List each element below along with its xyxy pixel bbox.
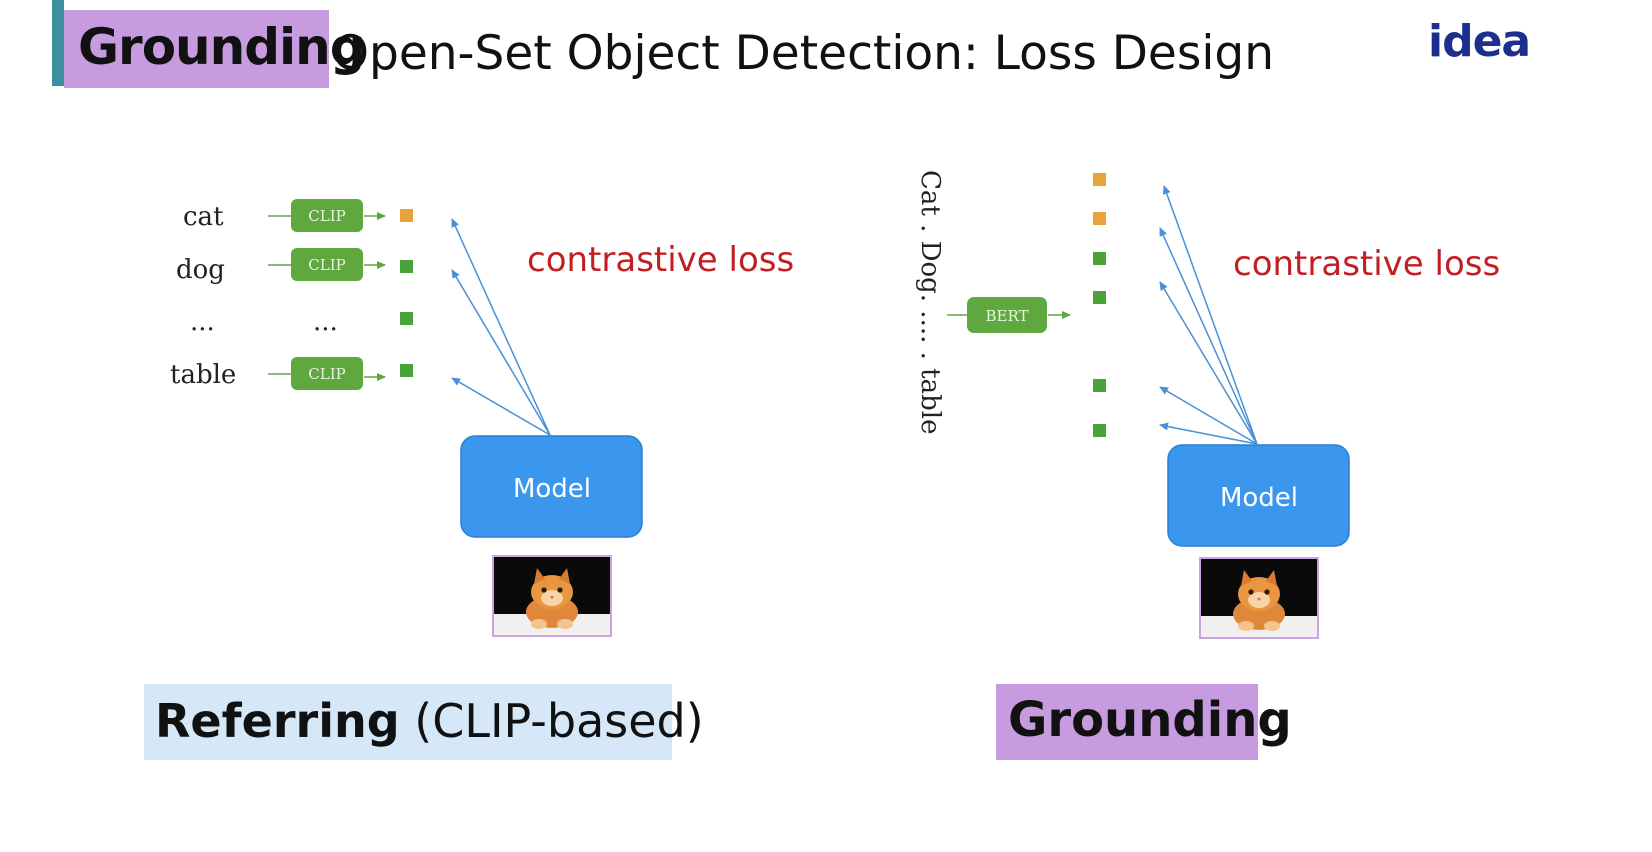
- contrastive-loss-label: contrastive loss: [527, 240, 794, 280]
- grounding-caption-background: [996, 684, 1258, 760]
- text-feature-square: [400, 260, 413, 273]
- title-highlight: [64, 10, 329, 88]
- text-feature-square: [400, 312, 413, 325]
- encoder-ellipsis: ...: [313, 307, 338, 337]
- cat-image-icon: [492, 555, 612, 637]
- model-label: Model: [513, 474, 591, 504]
- referring-caption-rest: (CLIP-based): [414, 694, 704, 748]
- title-keyword: Grounding: [78, 18, 366, 76]
- text-feature-square: [1093, 379, 1106, 392]
- word-cat: cat: [183, 202, 224, 232]
- text-feature-square: [1093, 424, 1106, 437]
- clip-encoder-dog: CLIP: [291, 248, 363, 281]
- grounding-caption: Grounding: [1008, 692, 1292, 748]
- page-title: Open-Set Object Detection: Loss Design: [332, 26, 1275, 81]
- text-feature-square: [1093, 173, 1106, 186]
- clip-encoder-table: CLIP: [291, 357, 363, 390]
- word-dog: dog: [176, 255, 225, 285]
- model-output-arrow: [1159, 227, 1258, 445]
- model-output-arrow: [1159, 281, 1258, 445]
- model-label: Model: [1220, 483, 1298, 513]
- grounding-prompt-text: Cat . Dog. .... . table: [915, 170, 945, 434]
- bert-encoder: BERT: [967, 297, 1047, 333]
- cat-image-icon: [1199, 557, 1319, 639]
- text-feature-square: [1093, 212, 1106, 225]
- model-output-arrow: [1159, 386, 1258, 445]
- contrastive-loss-label: contrastive loss: [1233, 244, 1500, 284]
- model-box: Model: [460, 435, 643, 538]
- text-feature-square: [400, 364, 413, 377]
- model-output-arrow: [451, 377, 551, 436]
- encoder-label: BERT: [985, 307, 1028, 325]
- encoder-label: CLIP: [308, 256, 345, 274]
- word-ellipsis: ...: [190, 307, 215, 337]
- encoder-label: CLIP: [308, 207, 345, 225]
- text-feature-square: [400, 209, 413, 222]
- text-feature-square: [1093, 291, 1106, 304]
- model-output-arrow: [1159, 422, 1258, 445]
- referring-caption-bold: Referring: [155, 694, 400, 748]
- model-output-arrow: [1162, 185, 1258, 445]
- idea-logo: idea: [1428, 16, 1531, 67]
- model-output-arrow: [451, 218, 551, 436]
- referring-caption: Referring (CLIP-based): [155, 694, 704, 748]
- encoder-label: CLIP: [308, 365, 345, 383]
- clip-encoder-cat: CLIP: [291, 199, 363, 232]
- model-output-arrow: [451, 269, 551, 436]
- model-box: Model: [1167, 444, 1350, 547]
- referring-caption-background: [144, 684, 672, 760]
- text-feature-square: [1093, 252, 1106, 265]
- word-table: table: [170, 360, 236, 390]
- title-accent-bar: [52, 0, 64, 86]
